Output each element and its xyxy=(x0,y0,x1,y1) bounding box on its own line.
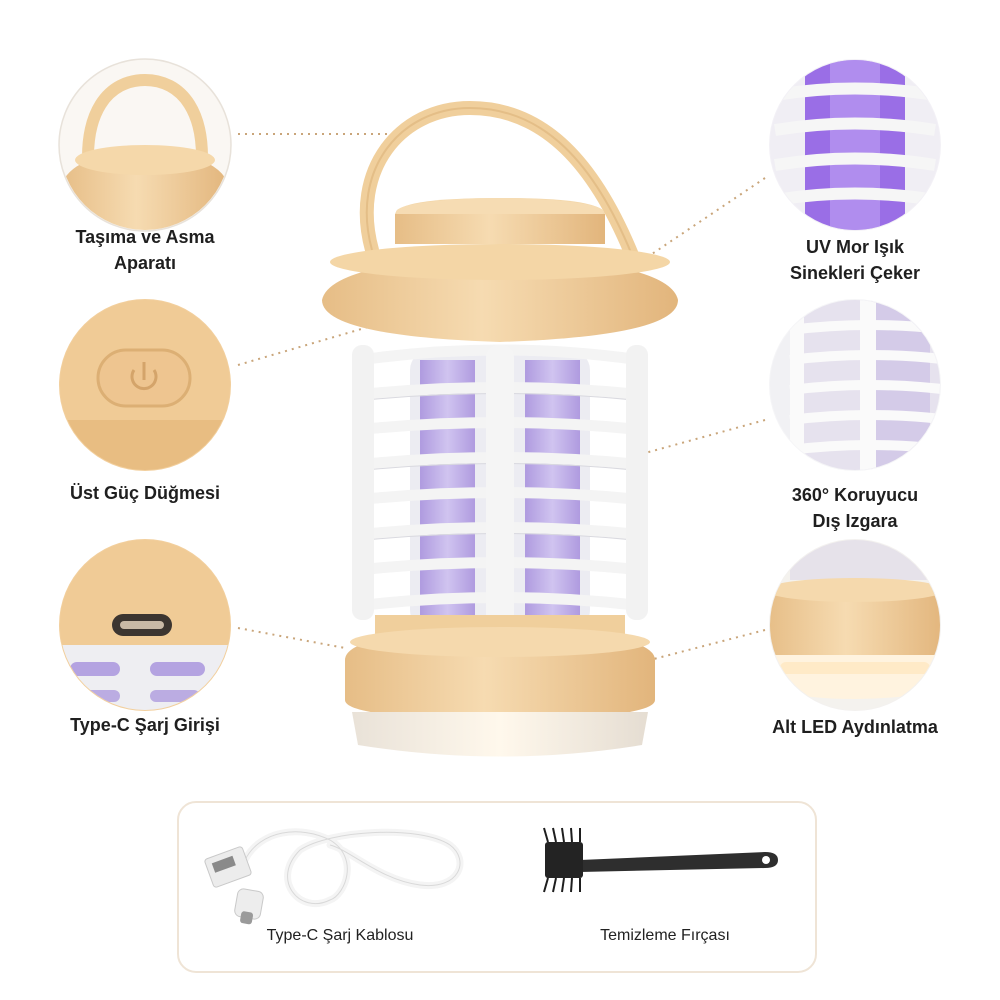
leader-grid xyxy=(637,419,766,456)
label-grid: 360° Koruyucu Dış Izgara xyxy=(740,482,970,534)
label-handle: Taşıma ve Asma Aparatı xyxy=(30,224,260,276)
label-uv-line1: UV Mor Işık xyxy=(805,237,905,257)
label-power-line1: Üst Güç Düğmesi xyxy=(69,483,221,503)
power-icon xyxy=(130,362,158,391)
label-grid-line2: Dış Izgara xyxy=(812,511,898,531)
label-led-line1: Alt LED Aydınlatma xyxy=(772,717,938,737)
brush-label: Temizleme Fırçası xyxy=(600,927,730,944)
cable-label: Type-C Şarj Kablosu xyxy=(266,927,414,944)
label-handle-line1: Taşıma ve Asma xyxy=(75,227,215,247)
accessories-box xyxy=(177,801,817,973)
led-band xyxy=(352,712,648,757)
detail-uv-light xyxy=(769,59,941,231)
cleaning-brush xyxy=(543,827,778,893)
lamp xyxy=(322,100,678,757)
label-charging-port: Type-C Şarj Girişi xyxy=(20,712,270,738)
detail-handle xyxy=(58,58,232,232)
leader-port xyxy=(237,627,346,649)
label-power-button: Üst Güç Düğmesi xyxy=(30,480,260,506)
detail-power-button xyxy=(59,299,231,471)
label-uv-light: UV Mor Işık Sinekleri Çeker xyxy=(740,234,970,286)
label-port-line1: Type-C Şarj Girişi xyxy=(70,715,220,735)
detail-grid xyxy=(769,299,941,471)
label-handle-line2: Aparatı xyxy=(113,253,176,273)
label-led: Alt LED Aydınlatma xyxy=(735,714,975,740)
label-uv-line2: Sinekleri Çeker xyxy=(789,263,921,283)
detail-led xyxy=(769,539,941,711)
label-grid-line1: 360° Koruyucu xyxy=(791,485,919,505)
detail-charging-port xyxy=(59,539,231,711)
leader-led xyxy=(649,629,766,661)
